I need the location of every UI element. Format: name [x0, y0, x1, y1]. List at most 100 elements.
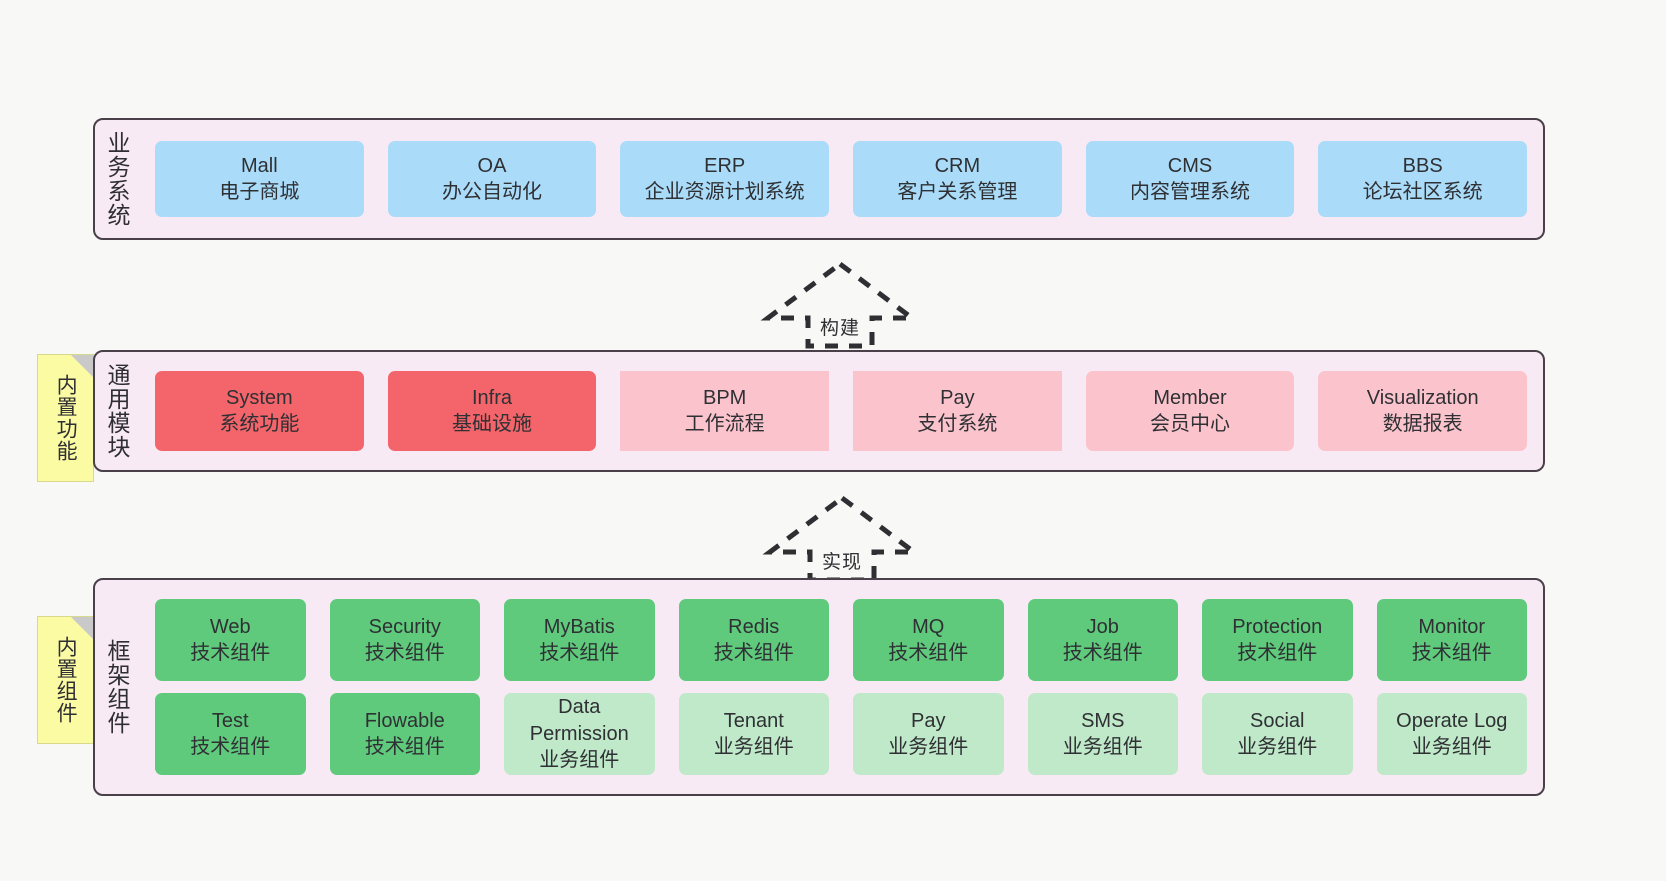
- card-subtitle: 技术组件: [190, 736, 271, 758]
- card-social[interactable]: Social 业务组件: [1202, 693, 1353, 775]
- card-title: Pay: [940, 386, 975, 409]
- card-subtitle: 电子商城: [219, 181, 300, 203]
- card-title: Tenant: [723, 709, 784, 732]
- layer-title-framework-component: 框架组件: [104, 639, 131, 735]
- card-title: BPM: [703, 386, 747, 409]
- card-title: Social: [1250, 709, 1305, 732]
- card-title: CMS: [1167, 154, 1213, 177]
- card-protection[interactable]: Protection 技术组件: [1202, 599, 1353, 681]
- layer-title-common-module: 通用模块: [104, 363, 131, 459]
- card-subtitle: 办公自动化: [442, 181, 542, 203]
- card-title: MQ: [912, 615, 945, 638]
- card-title: OA: [477, 154, 507, 177]
- note-builtin-component: 内置组件: [37, 616, 94, 744]
- card-row-business: Test 技术组件 Flowable 技术组件 Data Permission …: [155, 693, 1527, 775]
- card-title: Operate Log: [1396, 709, 1508, 732]
- card-title: ERP: [704, 154, 746, 177]
- card-flowable[interactable]: Flowable 技术组件: [329, 693, 480, 775]
- card-oa[interactable]: OA 办公自动化: [387, 141, 597, 217]
- card-subtitle: 业务组件: [539, 749, 620, 772]
- card-subtitle: 会员中心: [1150, 413, 1231, 435]
- card-mall[interactable]: Mall 电子商城: [155, 141, 364, 217]
- card-security[interactable]: Security 技术组件: [329, 599, 480, 681]
- card-subtitle: 客户关系管理: [897, 181, 1018, 203]
- note-fold-corner-icon: [71, 617, 93, 639]
- card-cms[interactable]: CMS 内容管理系统: [1085, 141, 1295, 217]
- card-subtitle: 技术组件: [888, 642, 969, 664]
- card-bbs[interactable]: BBS 论坛社区系统: [1318, 141, 1528, 217]
- card-title: Pay: [911, 709, 946, 732]
- card-subtitle: 内容管理系统: [1130, 181, 1251, 203]
- card-row-tech: Web 技术组件 Security 技术组件 MyBatis 技术组件 Redi…: [155, 599, 1527, 681]
- card-subtitle: 基础设施: [452, 413, 532, 435]
- card-system[interactable]: System 系统功能: [155, 371, 364, 451]
- card-tenant[interactable]: Tenant 业务组件: [678, 693, 829, 775]
- arrow-implement: 实现: [762, 492, 922, 584]
- card-title: CRM: [934, 154, 981, 177]
- card-subtitle: 业务组件: [713, 736, 794, 758]
- card-crm[interactable]: CRM 客户关系管理: [853, 141, 1062, 217]
- layer-body-framework-component: Web 技术组件 Security 技术组件 MyBatis 技术组件 Redi…: [139, 580, 1543, 794]
- card-subtitle: 技术组件: [713, 642, 794, 664]
- card-erp[interactable]: ERP 企业资源计划系统: [620, 141, 830, 217]
- card-subtitle: 技术组件: [1411, 642, 1492, 664]
- card-data-permission[interactable]: Data Permission 业务组件: [504, 693, 655, 775]
- card-title: Test: [211, 709, 249, 732]
- card-sms[interactable]: SMS 业务组件: [1027, 693, 1178, 775]
- card-title: Data Permission: [529, 696, 629, 745]
- card-subtitle: 业务组件: [1237, 736, 1318, 758]
- note-label: 内置功能: [54, 374, 78, 462]
- card-member[interactable]: Member 会员中心: [1085, 371, 1295, 451]
- card-title: Redis: [728, 615, 780, 638]
- layer-framework-component: 框架组件 Web 技术组件 Security 技术组件 MyBatis 技术组件…: [93, 578, 1545, 796]
- card-title: Visualization: [1366, 386, 1479, 409]
- card-subtitle: 系统功能: [219, 413, 300, 435]
- card-title: Security: [368, 615, 441, 638]
- card-subtitle: 技术组件: [1062, 642, 1143, 664]
- card-subtitle: 论坛社区系统: [1362, 181, 1483, 203]
- card-subtitle: 支付系统: [917, 413, 998, 435]
- arrow-build-label: 构建: [819, 318, 860, 339]
- note-builtin-function: 内置功能: [37, 354, 94, 482]
- card-bpm[interactable]: BPM 工作流程: [620, 371, 830, 451]
- card-mybatis[interactable]: MyBatis 技术组件: [504, 599, 655, 681]
- card-infra[interactable]: Infra 基础设施: [387, 371, 597, 451]
- card-title: System: [225, 386, 293, 409]
- card-subtitle: 技术组件: [364, 642, 445, 664]
- card-subtitle: 技术组件: [364, 736, 445, 758]
- card-redis[interactable]: Redis 技术组件: [678, 599, 829, 681]
- card-subtitle: 技术组件: [190, 642, 271, 664]
- layer-body-common-module: System 系统功能 Infra 基础设施 BPM 工作流程 Pay 支付系统…: [139, 352, 1543, 470]
- arrow-implement-label: 实现: [821, 552, 862, 573]
- card-pay-component[interactable]: Pay 业务组件: [853, 693, 1004, 775]
- card-title: Job: [1086, 615, 1119, 638]
- card-monitor[interactable]: Monitor 技术组件: [1376, 599, 1527, 681]
- layer-business-system: 业务系统 Mall 电子商城 OA 办公自动化 ERP 企业资源计划系统 CRM: [93, 118, 1545, 240]
- card-row: System 系统功能 Infra 基础设施 BPM 工作流程 Pay 支付系统…: [155, 371, 1528, 451]
- layer-title-business-system: 业务系统: [104, 131, 131, 227]
- layer-body-business-system: Mall 电子商城 OA 办公自动化 ERP 企业资源计划系统 CRM 客户关系…: [139, 120, 1543, 238]
- card-title: Member: [1153, 386, 1227, 409]
- note-label: 内置组件: [54, 636, 78, 724]
- card-subtitle: 业务组件: [888, 736, 969, 758]
- card-operate-log[interactable]: Operate Log 业务组件: [1376, 693, 1527, 775]
- card-title: Infra: [471, 386, 513, 409]
- card-subtitle: 工作流程: [684, 413, 765, 435]
- card-test[interactable]: Test 技术组件: [155, 693, 306, 775]
- card-title: Web: [209, 615, 251, 638]
- card-title: Mall: [241, 154, 278, 177]
- card-title: Monitor: [1418, 615, 1486, 638]
- card-visualization[interactable]: Visualization 数据报表: [1318, 371, 1528, 451]
- card-pay[interactable]: Pay 支付系统: [853, 371, 1062, 451]
- card-web[interactable]: Web 技术组件: [155, 599, 306, 681]
- card-title: MyBatis: [543, 615, 615, 638]
- card-subtitle: 业务组件: [1411, 736, 1492, 758]
- card-subtitle: 业务组件: [1062, 736, 1143, 758]
- card-title: BBS: [1402, 154, 1443, 177]
- card-mq[interactable]: MQ 技术组件: [853, 599, 1004, 681]
- layer-common-module: 通用模块 System 系统功能 Infra 基础设施 BPM 工作流程 Pay: [93, 350, 1545, 472]
- card-title: Protection: [1232, 615, 1323, 638]
- card-job[interactable]: Job 技术组件: [1027, 599, 1178, 681]
- note-fold-corner-icon: [71, 355, 93, 377]
